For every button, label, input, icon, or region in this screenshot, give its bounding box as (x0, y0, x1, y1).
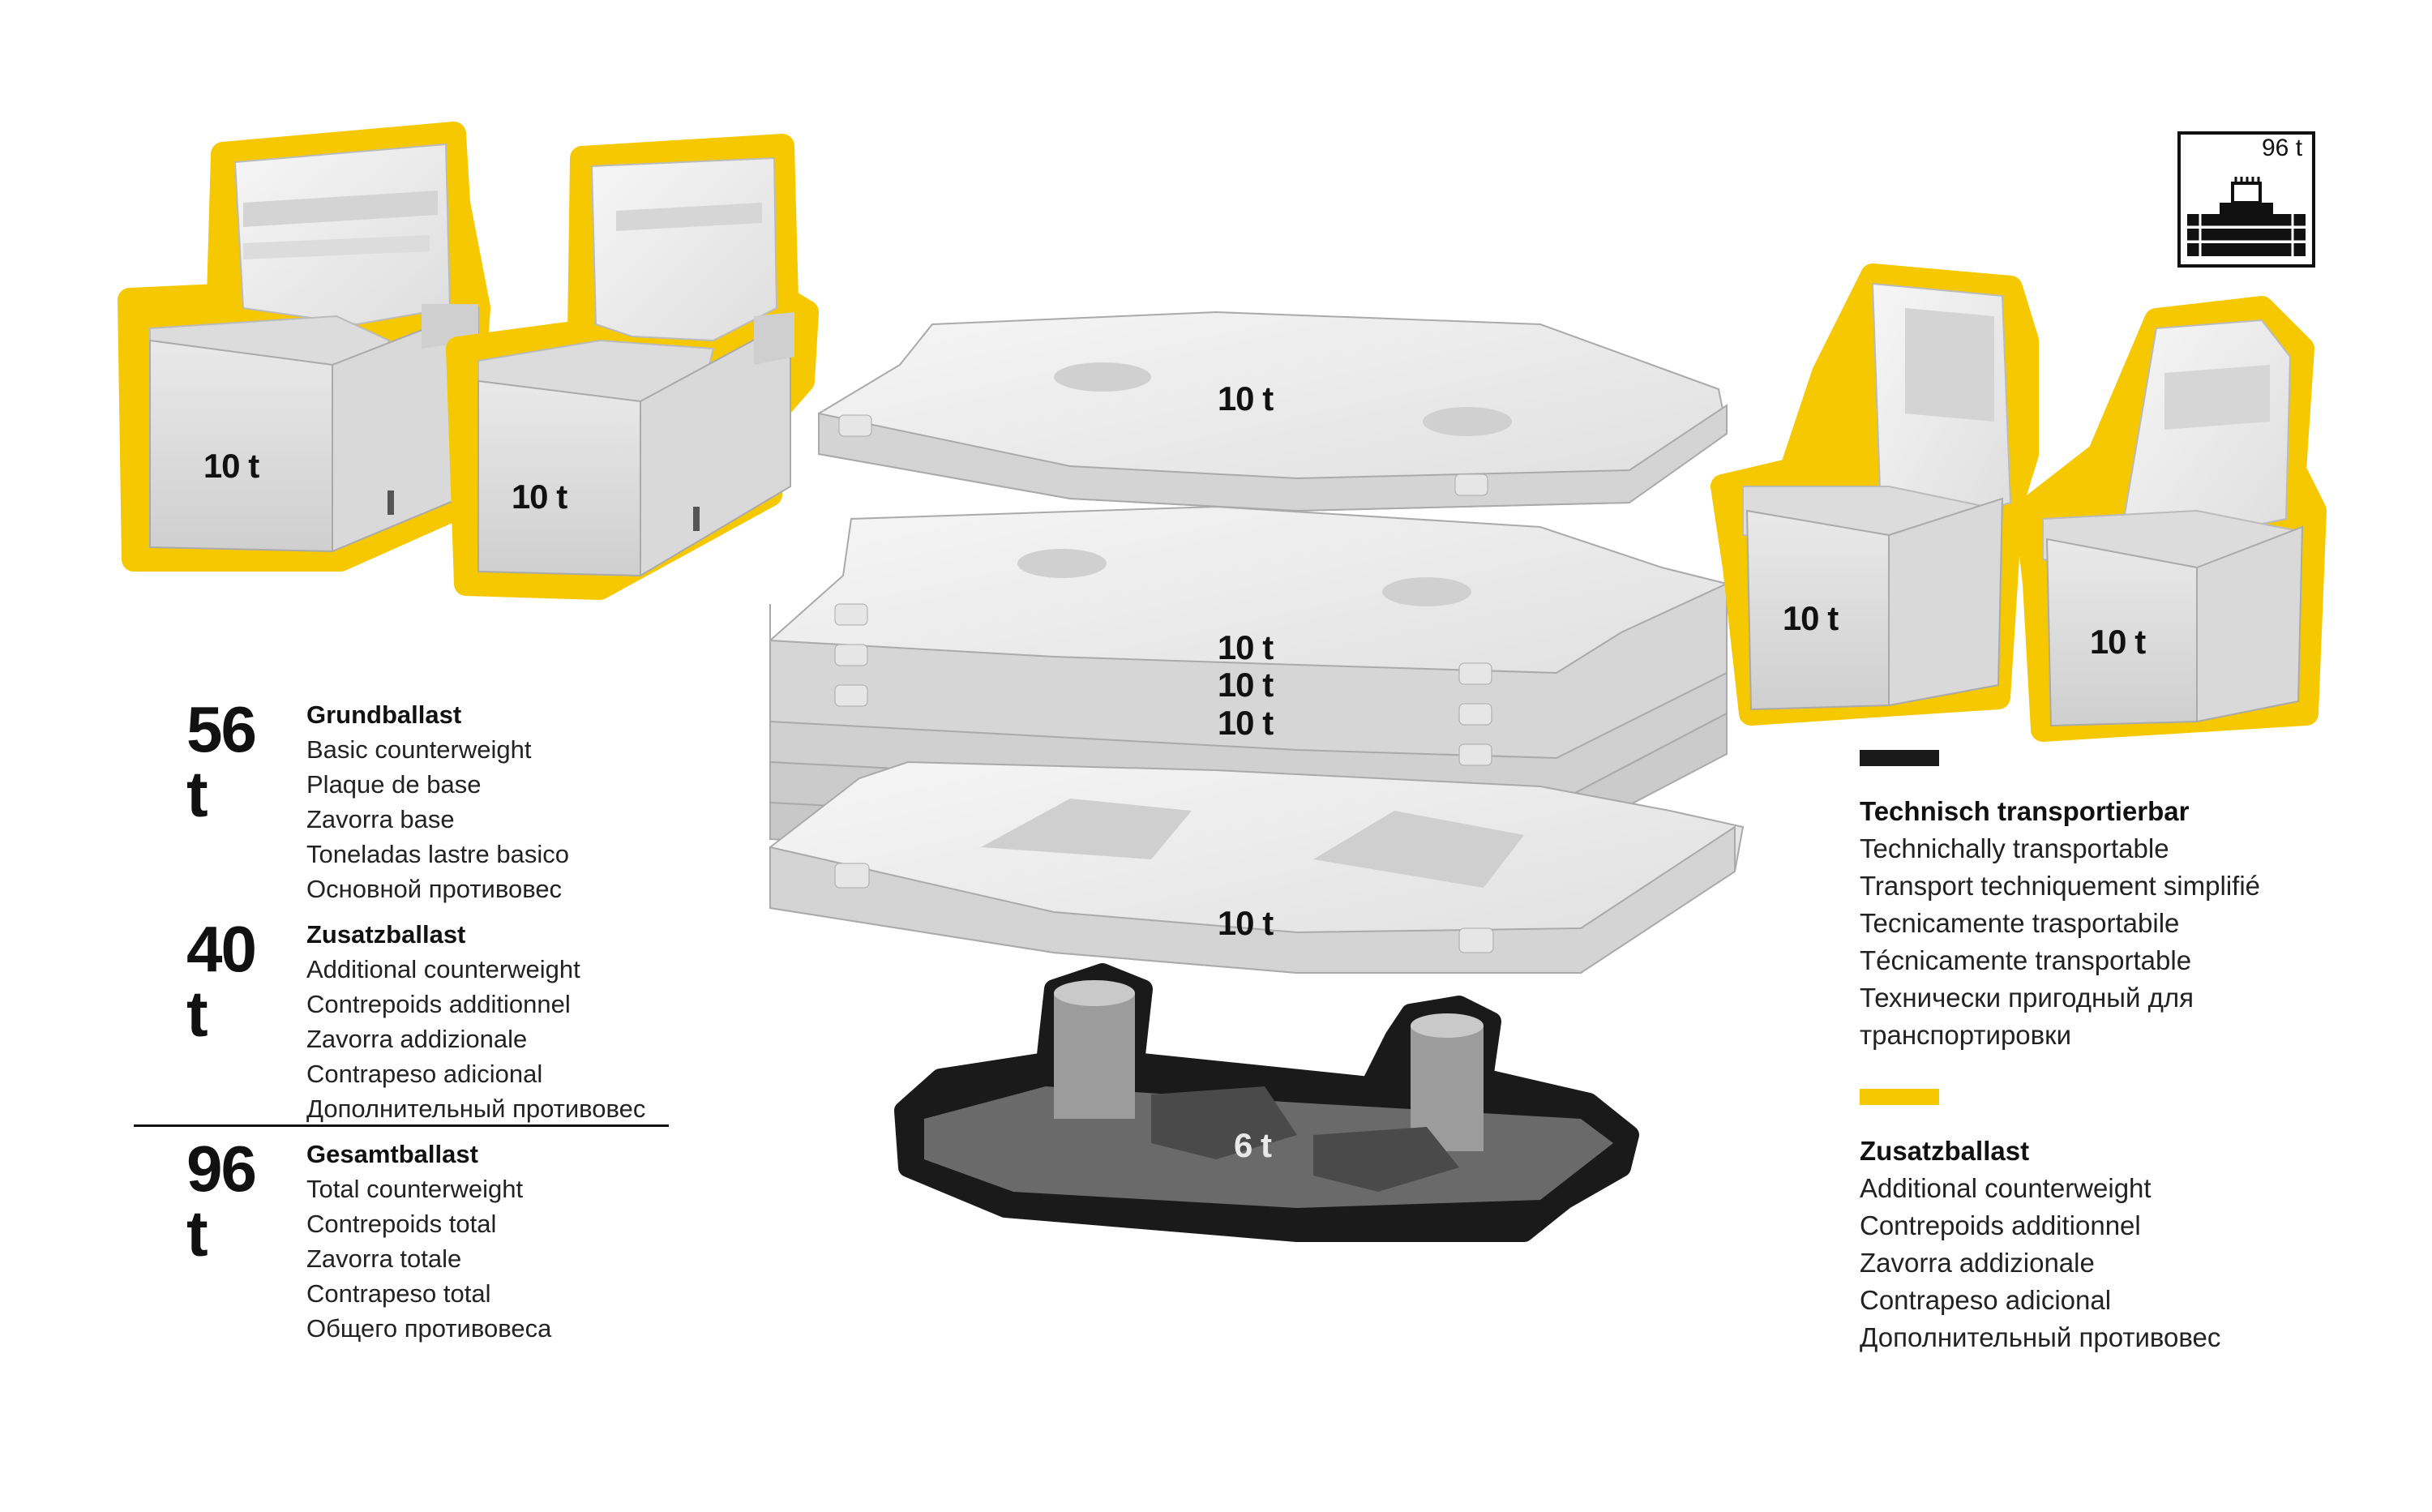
summary-divider (134, 1124, 669, 1127)
legend-additional-line: Zusatzballast (1860, 1136, 2030, 1166)
legend-additional-line: Additional counterweight (1860, 1173, 2152, 1203)
summary-additional-line: Дополнительный противовес (306, 1094, 646, 1123)
weight-label-stack-2: 10 t (1217, 666, 1274, 704)
weight-label-carrier: 6 t (1233, 1126, 1272, 1164)
summary-total-line: Contrepoids total (306, 1210, 497, 1238)
legend-transportable-line: Технически пригодный для (1860, 983, 2194, 1013)
legend-transportable-line: Technichally transportable (1860, 833, 2169, 863)
weight-label-block-right-1: 10 t (1782, 599, 1839, 637)
legend-transportable-line: Tecnicamente trasportabile (1860, 908, 2180, 938)
additional-weight-block-left-2 (446, 134, 819, 600)
summary-basic-line: Zavorra base (306, 805, 455, 833)
summary-total-line: Zavorra totale (306, 1244, 462, 1273)
legend-additional-line: Contrepoids additionnel (1860, 1210, 2141, 1240)
additional-weight-block-right-1 (1711, 263, 2039, 726)
legend-transportable-line: транспортировки (1860, 1020, 2072, 1050)
summary-basic-line: Grundballast (306, 700, 462, 729)
summary-basic-line: Основной противовес (306, 875, 563, 903)
weight-label-stack-3: 10 t (1217, 704, 1274, 742)
legend-swatch-black (1860, 750, 1939, 766)
legend-additional: Zusatzballast Additional counterweight C… (1860, 1133, 2220, 1356)
plate-top (818, 311, 1728, 512)
weight-label-plate-top: 10 t (1217, 379, 1274, 418)
weight-label-plate-base: 10 t (1217, 904, 1274, 942)
legend-additional-line: Дополнительный противовес (1860, 1322, 2221, 1352)
weight-label-block-left-2: 10 t (511, 478, 567, 516)
additional-weight-block-left-1 (118, 122, 499, 572)
weight-label-block-left-1: 10 t (203, 447, 259, 485)
summary-additional-line: Contrapeso adicional (306, 1060, 543, 1088)
summary-total-line: Contrapeso total (306, 1279, 491, 1308)
summary-basic-line: Plaque de base (306, 770, 482, 799)
legend-transportable-line: Transport techniquement simplifié (1860, 871, 2261, 901)
summary-basic-line: Basic counterweight (306, 735, 532, 764)
legend-transportable-line: Technisch transportierbar (1860, 796, 2190, 826)
summary-total-line: Gesamtballast (306, 1140, 478, 1168)
icon-weight-label: 96 t (2262, 135, 2303, 161)
summary-additional-line: Additional counterweight (306, 955, 580, 983)
summary-additional-line: Contrepoids additionnel (306, 990, 571, 1018)
summary-basic-line: Toneladas lastre basico (306, 840, 569, 868)
counterweight-carrier (894, 963, 1639, 1242)
summary-additional-line: Zusatzballast (306, 920, 466, 949)
additional-weight-block-right-2 (2015, 296, 2327, 742)
plate-base (769, 760, 1745, 974)
summary-total-line: Общего противовеса (306, 1314, 552, 1343)
summary-additional-value: 40 t (186, 913, 257, 1050)
legend-swatch-yellow (1860, 1089, 1939, 1105)
summary-additional-line: Zavorra addizionale (306, 1025, 528, 1053)
summary-total-value: 96 t (186, 1133, 257, 1270)
legend-additional-line: Contrapeso adicional (1860, 1285, 2112, 1315)
legend-transportable-line: Técnicamente transportable (1860, 945, 2192, 975)
weight-label-block-right-2: 10 t (2089, 623, 2146, 661)
summary-total-line: Total counterweight (306, 1175, 524, 1203)
legend-additional-line: Zavorra addizionale (1860, 1248, 2095, 1278)
summary-basic-value: 56 t (186, 693, 257, 830)
legend-transportable: Technisch transportierbar Technichally t… (1860, 793, 2260, 1054)
weight-label-stack-1: 10 t (1217, 628, 1274, 666)
counterweight-stack-icon (2177, 131, 2315, 268)
